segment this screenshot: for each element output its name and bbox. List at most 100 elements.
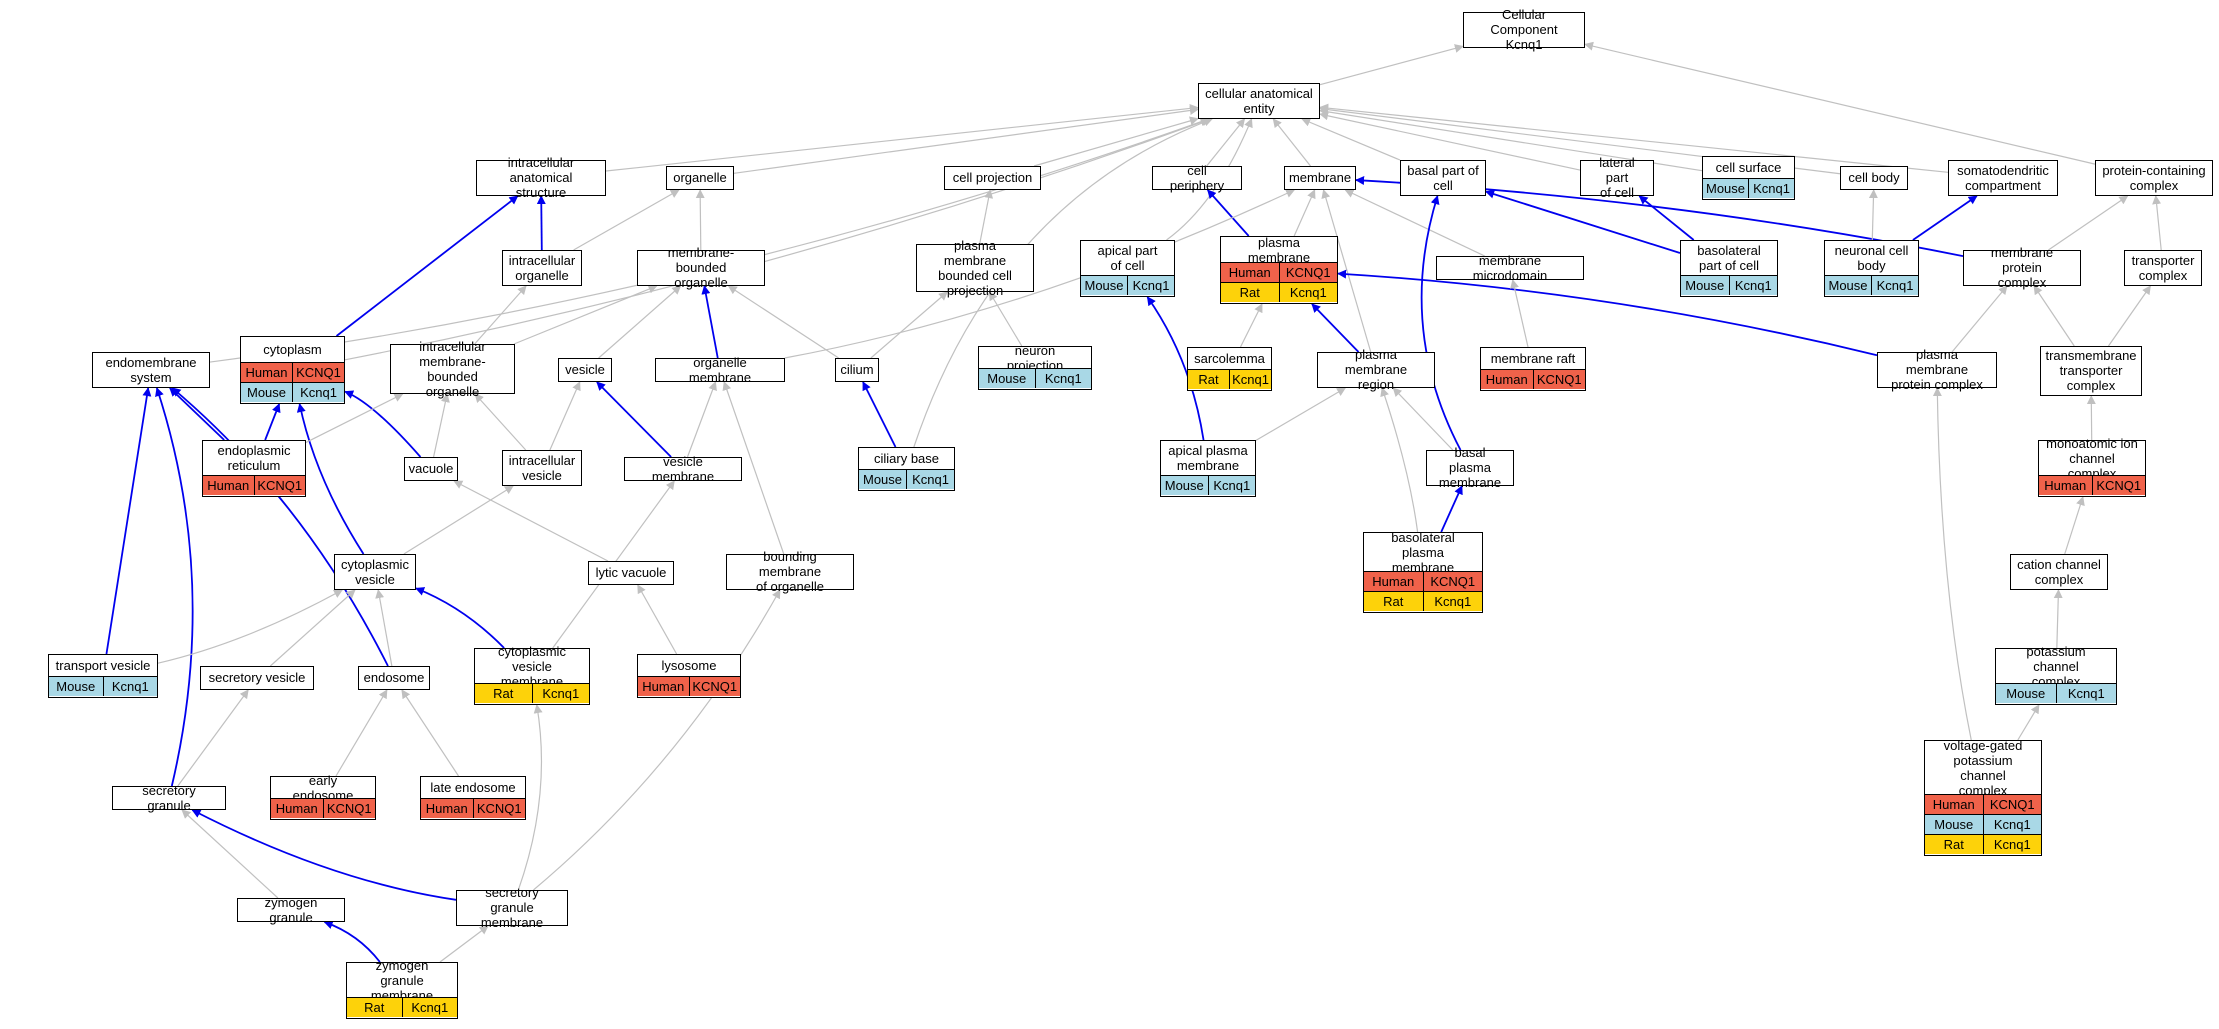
node-plasma-membrane-protein-complex[interactable]: plasma membrane protein complex [1877,347,1997,392]
species-name: Mouse [49,677,103,696]
edge-apical-plasma-membrane-to-apical-part-of-cell [1146,296,1205,441]
node-somatodendritic-compartment[interactable]: somatodendritic compartment [1948,160,2058,196]
node-secretory-vesicle[interactable]: secretory vesicle [200,666,314,690]
node-endosome[interactable]: endosome [358,666,430,690]
species-name: Human [2039,476,2092,495]
node-secretory-granule-membrane[interactable]: secretory granule membrane [456,885,568,930]
edge-endosome-to-endomembrane-system [171,387,389,667]
species-name: Mouse [1161,476,1208,495]
node-basal-part-of-cell[interactable]: basal part of cell [1400,160,1486,196]
gene-symbol: Kcnq1 [1278,283,1337,302]
node-endomembrane-system[interactable]: endomembrane system [92,352,210,388]
edge-plasma-membrane-region-to-membrane [1321,189,1372,353]
node-vacuole[interactable]: vacuole [404,457,458,481]
edge-basolateral-part-of-cell-to-lateral-part-of-cell [1638,195,1695,241]
node-membrane-protein-complex[interactable]: membrane protein complex [1963,245,2081,290]
node-plasma-membrane-bounded-cell-projection[interactable]: plasma membrane bounded cell projection [916,238,1034,298]
edge-somatodendritic-compartment-to-cellular-anatomical-entity [1319,103,1949,173]
node-label: membrane raft [1490,351,1576,366]
gene-symbol: Kcnq1 [1127,276,1174,295]
node-cell-periphery[interactable]: cell periphery [1152,163,1242,193]
node-intracellular-anatomical-structure[interactable]: intracellular anatomical structure [476,155,606,200]
node-secretory-granule[interactable]: secretory granule [112,783,226,813]
node-vesicle[interactable]: vesicle [558,358,612,382]
node-transporter-complex[interactable]: transporter complex [2124,250,2202,286]
node-organelle-membrane[interactable]: organelle membrane [655,354,785,385]
node-cell-projection[interactable]: cell projection [944,166,1041,190]
node-lateral-part-of-cell[interactable]: lateral part of cell [1580,155,1654,200]
edge-potassium-channel-complex-to-cation-channel-complex [2053,589,2063,649]
node-intracellular-membrane-bounded-organelle[interactable]: intracellular membrane-bounded organelle [390,338,515,399]
edge-cilium-to-membrane-bounded-organelle [727,285,839,359]
species-name: Human [271,799,323,818]
edge-endoplasmic-reticulum-to-endomembrane-system [169,387,225,441]
node-label: zymogen granule [264,894,318,925]
node-label: somatodendritic compartment [1957,162,2049,193]
edge-membrane-microdomain-to-membrane [1344,189,1485,257]
edge-endomembrane-system-to-cellular-anatomical-entity [209,117,1210,363]
node-label: intracellular membrane-bounded organelle [419,338,486,399]
edge-basal-plasma-membrane-to-plasma-membrane-region [1392,387,1454,451]
edge-plasma-membrane-bounded-cell-projection-to-cell-projection [979,189,994,245]
node-membrane[interactable]: membrane [1284,166,1356,190]
node-cellular-anatomical-entity[interactable]: cellular anatomical entity [1198,83,1320,119]
node-lytic-vacuole[interactable]: lytic vacuole [588,561,674,585]
edge-secretory-granule-to-secretory-vesicle [177,689,249,787]
node-transmembrane-transporter-complex[interactable]: transmembrane transporter complex [2040,346,2142,396]
species-name: Mouse [1996,684,2056,703]
edge-cytoplasmic-vesicle-to-cytoplasm [296,403,365,555]
species-name: Human [421,799,473,818]
node-label: monoatomic ion channel complex [2046,435,2138,481]
node-membrane-bounded-organelle[interactable]: membrane-bounded organelle [637,245,765,290]
node-vesicle-membrane[interactable]: vesicle membrane [624,454,742,484]
node-cytoplasmic-vesicle[interactable]: cytoplasmic vesicle [334,554,416,590]
node-membrane-microdomain[interactable]: membrane microdomain [1436,252,1584,283]
node-label: organelle membrane [688,354,752,385]
node-cell-body[interactable]: cell body [1840,166,1908,190]
species-name: Mouse [1681,276,1729,295]
gene-symbol: Kcnq1 [1871,276,1918,295]
node-zymogen-granule[interactable]: zymogen granule [237,894,345,925]
node-label: apical part of cell [1097,243,1158,273]
node-intracellular-vesicle[interactable]: intracellular vesicle [502,450,582,486]
node-cellular-component[interactable]: Cellular Component Kcnq1 [1463,7,1585,52]
edge-membrane-raft-to-membrane-microdomain [1510,279,1529,348]
edge-organelle-membrane-to-membrane [784,189,1296,359]
node-plasma-membrane-region[interactable]: plasma membrane region [1317,347,1435,392]
node-label: membrane microdomain [1472,252,1548,283]
node-intracellular-organelle[interactable]: intracellular organelle [502,250,582,286]
node-protein-containing-complex[interactable]: protein-containing complex [2095,160,2213,196]
node-label: endoplasmic reticulum [217,443,291,473]
node-cilium[interactable]: cilium [835,358,879,382]
node-bounding-membrane-of-organelle[interactable]: bounding membrane of organelle [726,549,854,594]
node-basal-plasma-membrane[interactable]: basal plasma membrane [1426,445,1514,490]
edge-transport-vesicle-to-cytoplasmic-vesicle [157,589,343,664]
edge-apical-plasma-membrane-to-plasma-membrane-region [1255,387,1347,441]
node-organelle[interactable]: organelle [666,166,734,190]
node-cation-channel-complex[interactable]: cation channel complex [2010,554,2108,590]
gene-symbol: KCNQ1 [1278,263,1337,282]
